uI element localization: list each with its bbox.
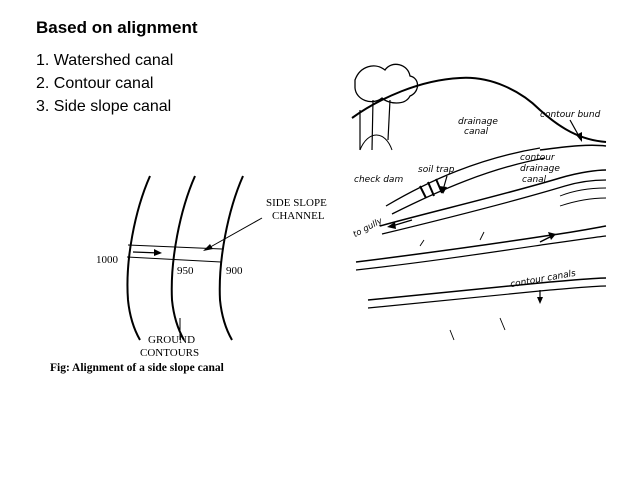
list-item-contour-canal: 2. Contour canal — [36, 75, 154, 92]
flow-arrowhead-soil-trap — [439, 186, 447, 194]
contour-line-900 — [218, 175, 244, 341]
drainage-canal-bottom — [391, 157, 546, 215]
label-contour-drainage-line3: canal — [522, 175, 547, 185]
contour-canal-1-lower — [355, 235, 607, 271]
hill-outline — [351, 76, 607, 143]
label-contour-drainage-line2: drainage — [520, 164, 560, 174]
figure-caption: Fig: Alignment of a side slope canal — [50, 362, 224, 374]
tree-sketch — [354, 63, 419, 151]
label-check-dam: check dam — [354, 175, 403, 185]
contour-line-1000 — [126, 175, 151, 341]
slide-heading: Based on alignment — [36, 18, 198, 37]
flow-arrowhead-canal-2 — [537, 297, 543, 304]
contour-label-950: 950 — [177, 265, 194, 277]
contour-canal-1 — [355, 225, 607, 263]
hill-shading — [419, 187, 607, 341]
leader-line-channel — [204, 217, 263, 251]
list-item-watershed-canal: 1. Watershed canal — [36, 52, 174, 69]
label-to-gully: to gully — [352, 216, 386, 240]
label-contour-drainage-line1: contour — [520, 153, 556, 163]
list-item-side-slope-canal: 3. Side slope canal — [36, 98, 172, 115]
contour-canal-2 — [367, 277, 607, 301]
leader-arrowhead — [203, 244, 213, 251]
label-drainage-line2: canal — [464, 127, 489, 137]
label-soil-trap: soil trap — [418, 165, 455, 175]
flow-arrowhead — [154, 249, 162, 256]
flow-arrowhead-gully — [387, 222, 396, 229]
contour-line-950 — [170, 175, 196, 341]
ground-label-line2: CONTOURS — [140, 347, 199, 359]
flow-arrowhead-canal — [548, 232, 556, 240]
flow-arrowhead-contour-bund — [576, 132, 582, 142]
contour-bund-line — [539, 144, 607, 151]
contour-canal-2-lower — [367, 285, 607, 309]
channel-label-line2: CHANNEL — [272, 210, 325, 222]
contour-label-1000: 1000 — [96, 254, 119, 266]
drainage-canal-top — [385, 147, 541, 207]
ground-label-line1: GROUND — [148, 334, 195, 346]
channel-bank-bottom — [126, 256, 222, 263]
label-contour-canals: contour canals — [510, 269, 577, 290]
contour-drainage-canal-lower — [381, 179, 607, 235]
channel-label-line1: SIDE SLOPE — [266, 197, 327, 209]
contour-label-900: 900 — [226, 265, 243, 277]
contour-drainage-canal — [379, 169, 607, 227]
label-contour-bund: contour bund — [540, 110, 601, 120]
label-drainage-line1: drainage — [458, 117, 498, 127]
